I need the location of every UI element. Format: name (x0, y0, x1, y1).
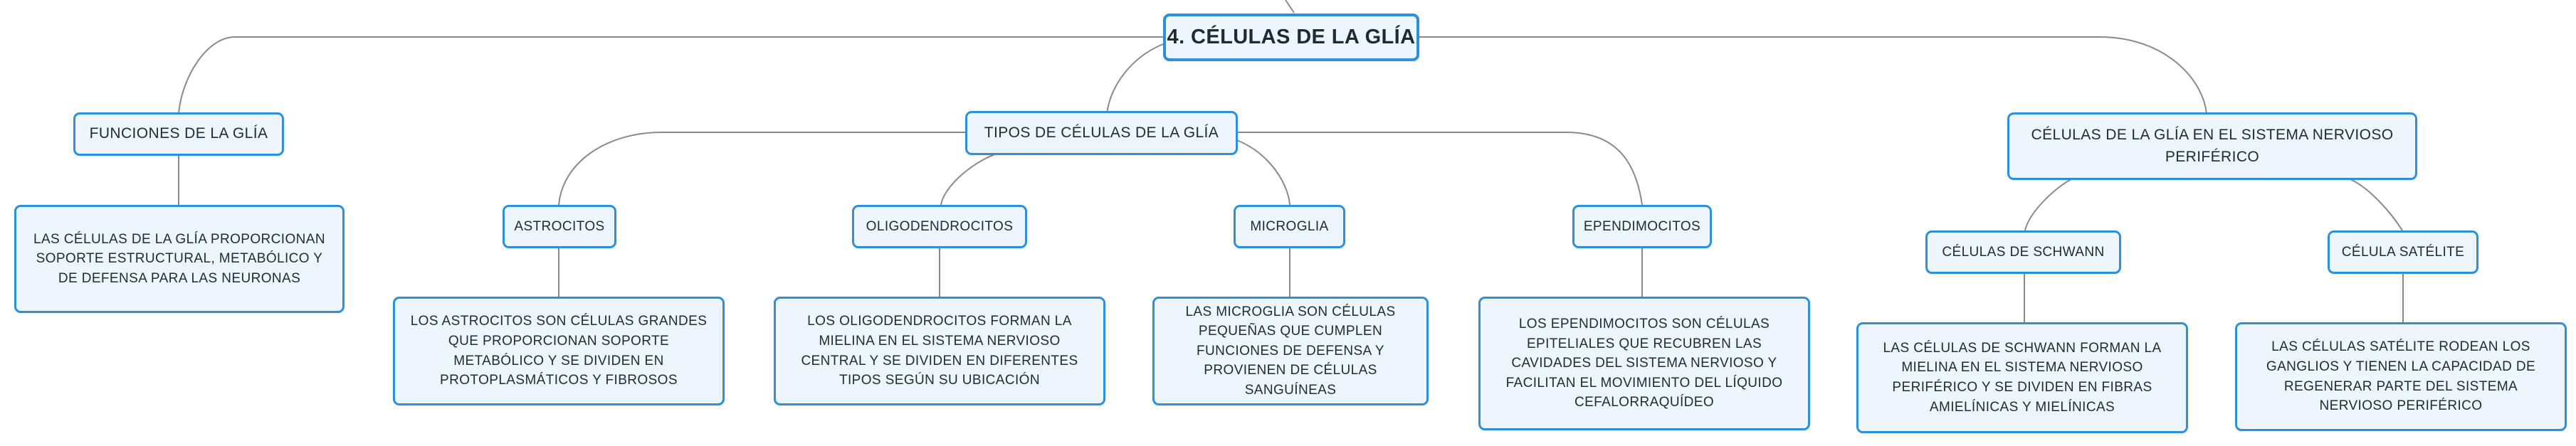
ependimocitos-desc-text: LOS EPENDIMOCITOS SON CÉLULAS EPITELIALE… (1505, 317, 1783, 410)
astrocitos-label: ASTROCITOS (514, 218, 605, 234)
connector-top-stub (1285, 0, 1295, 14)
oligodendrocitos-desc-text: LOS OLIGODENDROCITOS FORMAN LA MIELINA E… (801, 314, 1078, 388)
connector-root-tipos (1106, 43, 1164, 115)
astrocitos-node[interactable]: ASTROCITOS (503, 205, 616, 248)
connector-tipos-ependimocitos (1235, 132, 1643, 206)
microglia-label: MICROGLIA (1250, 218, 1329, 234)
connector-root-periferico (1419, 36, 2207, 115)
ependimocitos-desc-node[interactable]: LOS EPENDIMOCITOS SON CÉLULAS EPITELIALE… (1478, 297, 1810, 430)
connector-tipos-astrocitos (558, 132, 969, 206)
oligodendrocitos-label: OLIGODENDROCITOS (866, 218, 1014, 234)
connector-periferico-satelite (2350, 179, 2403, 231)
schwann-node[interactable]: CÉLULAS DE SCHWANN (1925, 230, 2121, 274)
funciones-label: FUNCIONES DE LA GLÍA (89, 125, 268, 142)
schwann-label: CÉLULAS DE SCHWANN (1942, 244, 2105, 260)
connector-root-funciones (178, 36, 1163, 115)
oligodendrocitos-desc-node[interactable]: LOS OLIGODENDROCITOS FORMAN LA MIELINA E… (774, 297, 1105, 405)
root-label: 4. CÉLULAS DE LA GLÍA (1167, 26, 1416, 48)
connector-tipos-microglia (1234, 139, 1290, 206)
ependimocitos-label: EPENDIMOCITOS (1583, 218, 1701, 234)
tipos-label: TIPOS DE CÉLULAS DE LA GLÍA (984, 124, 1219, 141)
funciones-desc-text: LAS CÉLULAS DE LA GLÍA PROPORCIONAN SOPO… (33, 231, 325, 286)
funciones-node[interactable]: FUNCIONES DE LA GLÍA (73, 112, 284, 156)
astrocitos-desc-text: LOS ASTROCITOS SON CÉLULAS GRANDES QUE P… (410, 314, 708, 388)
satelite-node[interactable]: CÉLULA SATÉLITE (2328, 230, 2478, 274)
funciones-desc-node[interactable]: LAS CÉLULAS DE LA GLÍA PROPORCIONAN SOPO… (14, 205, 345, 313)
microglia-node[interactable]: MICROGLIA (1234, 205, 1345, 248)
astrocitos-desc-node[interactable]: LOS ASTROCITOS SON CÉLULAS GRANDES QUE P… (393, 297, 725, 405)
ependimocitos-node[interactable]: EPENDIMOCITOS (1572, 205, 1712, 248)
connector-tipos-oligodendrocitos (940, 153, 997, 206)
root-node[interactable]: 4. CÉLULAS DE LA GLÍA (1163, 14, 1419, 61)
schwann-desc-node[interactable]: LAS CÉLULAS DE SCHWANN FORMAN LA MIELINA… (1856, 322, 2188, 433)
satelite-desc-text: LAS CÉLULAS SATÉLITE RODEAN LOS GANGLIOS… (2266, 339, 2536, 414)
periferico-node[interactable]: CÉLULAS DE LA GLÍA EN EL SISTEMA NERVIOS… (2007, 112, 2417, 180)
tipos-node[interactable]: TIPOS DE CÉLULAS DE LA GLÍA (965, 111, 1238, 155)
periferico-label: CÉLULAS DE LA GLÍA EN EL SISTEMA NERVIOS… (2031, 127, 2394, 165)
satelite-desc-node[interactable]: LAS CÉLULAS SATÉLITE RODEAN LOS GANGLIOS… (2235, 322, 2567, 431)
microglia-desc-node[interactable]: LAS MICROGLIA SON CÉLULAS PEQUEÑAS QUE C… (1152, 297, 1429, 405)
microglia-desc-text: LAS MICROGLIA SON CÉLULAS PEQUEÑAS QUE C… (1185, 304, 1396, 398)
satelite-label: CÉLULA SATÉLITE (2341, 244, 2465, 260)
oligodendrocitos-node[interactable]: OLIGODENDROCITOS (852, 205, 1027, 248)
connector-periferico-schwann (2024, 179, 2072, 231)
schwann-desc-text: LAS CÉLULAS DE SCHWANN FORMAN LA MIELINA… (1883, 340, 2162, 415)
